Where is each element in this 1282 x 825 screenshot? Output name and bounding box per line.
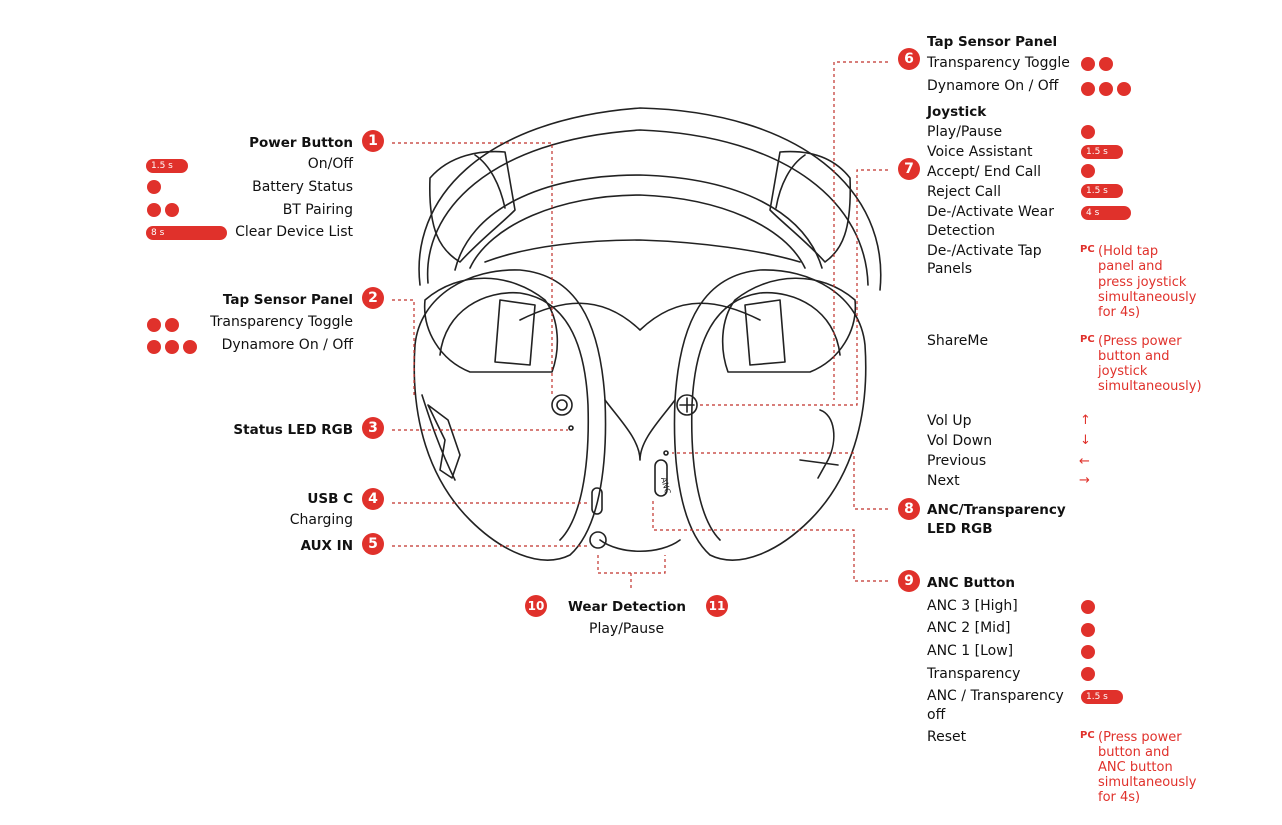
pill-4s: 4 s (1081, 206, 1131, 220)
anc-transparency-label: Transparency (927, 665, 1020, 683)
anc-low-label: ANC 1 [Low] (927, 642, 1013, 660)
single-tap-dot (1081, 164, 1095, 178)
joystick-vol-up-label: Vol Up (927, 412, 972, 430)
double-tap-dot (1081, 57, 1095, 71)
pc-icon: PC (1080, 244, 1095, 256)
triple-tap-dot (183, 340, 197, 354)
power-clear-label: Clear Device List (235, 223, 353, 241)
double-tap-dot (165, 203, 179, 217)
power-onoff-label: On/Off (308, 155, 353, 173)
callout-badge-10: 10 (525, 595, 547, 617)
anc-mid-label: ANC 2 [Mid] (927, 619, 1010, 637)
single-tap-dot (1081, 623, 1095, 637)
wear-detection-title: Wear Detection (568, 598, 686, 616)
right-tap-dynamore-label: Dynamore On / Off (927, 77, 1058, 95)
triple-tap-dot (1081, 82, 1095, 96)
taps-note-line: for 4s) (1098, 305, 1140, 320)
joystick-next-label: Next (927, 472, 960, 490)
callout-badge-7: 7 (898, 158, 920, 180)
arrow-up-icon: ↑ (1080, 414, 1091, 428)
pill-1-5s: 1.5 s (1081, 184, 1123, 198)
shareme-note-line: button and (1098, 349, 1169, 364)
right-tap-transparency-label: Transparency Toggle (927, 54, 1070, 72)
single-tap-dot (1081, 667, 1095, 681)
joystick-reject-label: Reject Call (927, 183, 1001, 201)
pill-1-5s: 1.5 s (1081, 690, 1123, 704)
pill-1-5s: 1.5 s (1081, 145, 1123, 159)
status-led-title: Status LED RGB (233, 421, 353, 439)
double-tap-dot (165, 318, 179, 332)
power-pairing-label: BT Pairing (283, 201, 353, 219)
anc-button-title: ANC Button (927, 574, 1015, 592)
joystick-previous-label: Previous (927, 452, 986, 470)
triple-tap-dot (1117, 82, 1131, 96)
pc-icon: PC (1080, 334, 1095, 346)
power-battery-label: Battery Status (252, 178, 353, 196)
triple-tap-dot (165, 340, 179, 354)
wear-play-pause-label: Play/Pause (589, 620, 664, 638)
joystick-voice-label: Voice Assistant (927, 143, 1033, 161)
callout-badge-6: 6 (898, 48, 920, 70)
callout-badge-1: 1 (362, 130, 384, 152)
anc-button-label: ANC (659, 476, 672, 495)
callout-badge-2: 2 (362, 287, 384, 309)
aux-in-title: AUX IN (301, 537, 353, 555)
shareme-note-line: (Press power (1098, 334, 1182, 349)
joystick-taps-label: De-/Activate Tap (927, 242, 1042, 260)
arrow-down-icon: ↓ (1080, 434, 1091, 448)
joystick-taps-label-2: Panels (927, 260, 972, 278)
reset-note-line: for 4s) (1098, 790, 1140, 805)
single-tap-dot (1081, 600, 1095, 614)
single-tap-dot (1081, 125, 1095, 139)
joystick-title: Joystick (927, 103, 986, 121)
callout-badge-5: 5 (362, 533, 384, 555)
shareme-note-line: joystick (1098, 364, 1147, 379)
joystick-accept-label: Accept/ End Call (927, 163, 1041, 181)
reset-note-line: button and (1098, 745, 1169, 760)
right-tap-panel-title: Tap Sensor Panel (927, 33, 1057, 51)
pc-icon: PC (1080, 730, 1095, 742)
double-tap-dot (1099, 57, 1113, 71)
usb-charging-label: Charging (290, 511, 353, 529)
callout-badge-8: 8 (898, 498, 920, 520)
joystick-shareme-label: ShareMe (927, 332, 988, 350)
shareme-note-line: simultaneously) (1098, 379, 1202, 394)
left-tap-dynamore-label: Dynamore On / Off (222, 336, 353, 354)
arrow-right-icon: → (1079, 474, 1090, 488)
reset-note-line: ANC button (1098, 760, 1173, 775)
joystick-wear-label-2: Detection (927, 222, 995, 240)
power-button-title: Power Button (249, 134, 353, 152)
left-tap-transparency-label: Transparency Toggle (210, 313, 353, 331)
joystick-wear-label: De-/Activate Wear (927, 203, 1054, 221)
reset-note-line: simultaneously (1098, 775, 1196, 790)
taps-note-line: panel and (1098, 259, 1163, 274)
joystick-play-pause-label: Play/Pause (927, 123, 1002, 141)
anc-led-title: ANC/Transparency (927, 501, 1066, 519)
callout-badge-9: 9 (898, 570, 920, 592)
joystick-vol-down-label: Vol Down (927, 432, 992, 450)
double-tap-dot (147, 318, 161, 332)
anc-off-label: ANC / Transparency (927, 687, 1064, 705)
callout-badge-11: 11 (706, 595, 728, 617)
callout-badge-3: 3 (362, 417, 384, 439)
anc-high-label: ANC 3 [High] (927, 597, 1018, 615)
taps-note-line: press joystick (1098, 275, 1186, 290)
triple-tap-dot (147, 340, 161, 354)
reset-note-line: (Press power (1098, 730, 1182, 745)
usb-c-title: USB C (307, 490, 353, 508)
single-tap-dot (1081, 645, 1095, 659)
left-tap-panel-title: Tap Sensor Panel (223, 291, 353, 309)
triple-tap-dot (1099, 82, 1113, 96)
anc-reset-label: Reset (927, 728, 966, 746)
pill-1-5s: 1.5 s (146, 159, 188, 173)
double-tap-dot (147, 203, 161, 217)
arrow-left-icon: ← (1079, 455, 1090, 469)
taps-note-line: simultaneously (1098, 290, 1196, 305)
anc-off-label-2: off (927, 706, 945, 724)
pill-8s: 8 s (146, 226, 227, 240)
taps-note-line: (Hold tap (1098, 244, 1158, 259)
anc-led-title-2: LED RGB (927, 520, 993, 538)
callout-badge-4: 4 (362, 488, 384, 510)
single-tap-dot (147, 180, 161, 194)
